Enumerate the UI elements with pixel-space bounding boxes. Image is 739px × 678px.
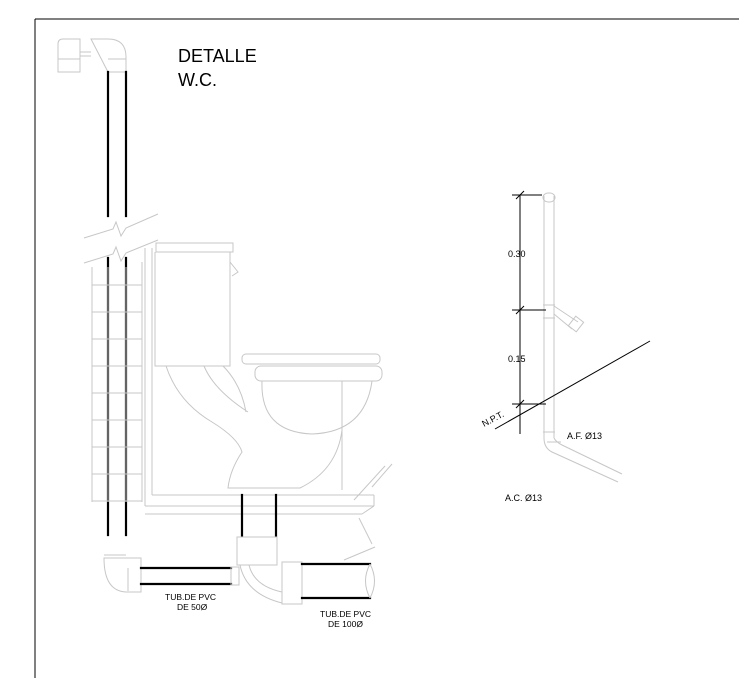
dimension-upper: 0.30 (508, 249, 526, 259)
pipe-50-label-line1: TUB.DE PVC (165, 592, 216, 602)
pipe-100-fittings (236, 536, 375, 605)
pipe-50-fittings (103, 554, 240, 593)
title-line-2: W.C. (178, 70, 217, 90)
title-line-1: DETALLE (178, 46, 257, 66)
pipe-break-symbol (83, 213, 159, 264)
dimension-lines (512, 190, 546, 434)
pipe-labels: TUB.DE PVC DE 50Ø TUB.DE PVC DE 100Ø (165, 592, 371, 629)
hot-water-label: A.C. Ø13 (505, 493, 542, 503)
floor-level-label: N.P.T. (480, 409, 505, 429)
dimension-lower: 0.15 (508, 354, 526, 364)
drawing-frame (34, 18, 739, 678)
brick-wall (91, 248, 393, 561)
cold-water-label: A.F. Ø13 (567, 431, 602, 441)
pipe-100-label-line1: TUB.DE PVC (320, 609, 371, 619)
floor-level-line (494, 340, 651, 430)
pipe-100-label-line2: DE 100Ø (328, 619, 363, 629)
supply-labels: 0.30 0.15 N.P.T. A.F. Ø13 A.C. Ø13 (480, 249, 602, 503)
pipe-50-label-line2: DE 50Ø (177, 602, 208, 612)
water-supply-icon (542, 192, 623, 483)
toilet-icon (154, 242, 383, 490)
toilet-outlet-pipe (240, 493, 278, 538)
drawing-title: DETALLE W.C. (178, 46, 257, 90)
